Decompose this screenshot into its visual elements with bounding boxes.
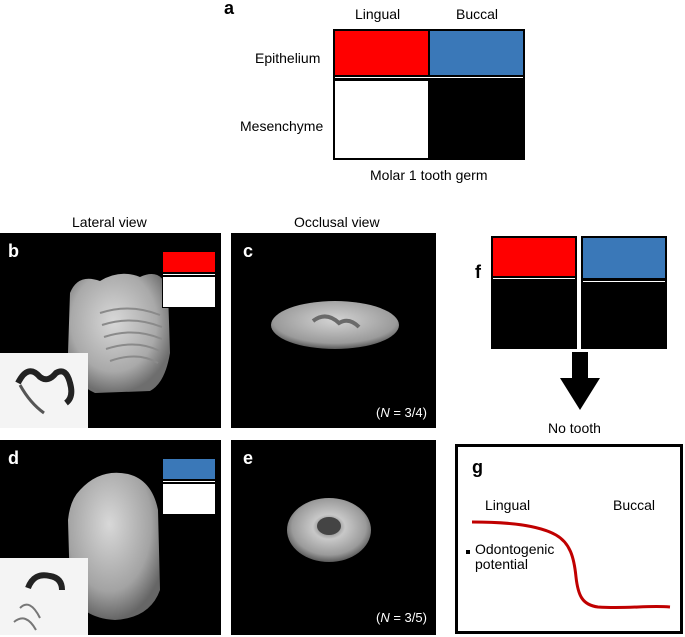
occlusal-view-header: Occlusal view [294,214,380,230]
panel-b-letter: b [8,241,19,261]
down-arrow-icon [560,352,600,410]
panel-b: b [0,233,221,428]
lingual-epithelium-cell [335,31,428,75]
panel-g-buccal-label: Buccal [613,497,656,513]
buccal-mesenchyme-cell [430,81,523,158]
odontogenic-potential-curve [471,520,671,610]
col-lingual-label: Lingual [355,6,401,22]
basement-membrane-line [335,77,523,78]
odontogenic-potential-legend: Odontogenic potential [475,541,555,572]
panel-e-letter: e [243,448,254,468]
tooth-lateral-render-icon [68,273,170,393]
panel-d-legend [162,459,216,515]
panel-d-inset [0,558,88,635]
row-mesenchyme-label: Mesenchyme [240,118,324,134]
tooth-lateral-render-icon [68,472,160,620]
panel-d-letter: d [8,448,19,468]
buccal-epithelium-cell [430,31,523,75]
tooth-occlusal-render-icon [271,301,399,349]
panel-g-lingual-label: Lingual [485,497,531,513]
col-buccal-label: Buccal [456,6,499,22]
panel-a-letter: a [224,0,235,18]
lingual-mesenchyme-cell [335,81,428,158]
legend-bullet [466,550,470,554]
panel-e-n-label: (N = 3/5) [376,610,427,625]
section-stain-icon [15,368,75,415]
panel-f-letter: f [475,262,481,282]
panel-b-legend [162,252,216,308]
panel-g: g Lingual Buccal Odontogenic potential [455,444,683,634]
panel-b-inset [0,353,88,428]
panel-d: d [0,440,221,635]
section-stain-icon [13,572,65,631]
panel-f-buccal-block [581,236,667,349]
lateral-view-header: Lateral view [72,214,147,230]
panel-c: c (N = 3/4) [231,233,436,428]
no-tooth-label: No tooth [548,420,601,436]
panel-e: e (N = 3/5) [231,440,436,635]
recombination-grid [333,29,525,160]
panel-f-lingual-block [491,236,577,349]
panel-c-letter: c [243,241,254,261]
tooth-occlusal-ring-icon [287,498,371,562]
panel-c-n-label: (N = 3/4) [376,405,427,420]
panel-a-caption: Molar 1 tooth germ [370,167,488,183]
row-epithelium-label: Epithelium [255,50,321,66]
panel-g-letter: g [472,457,483,477]
